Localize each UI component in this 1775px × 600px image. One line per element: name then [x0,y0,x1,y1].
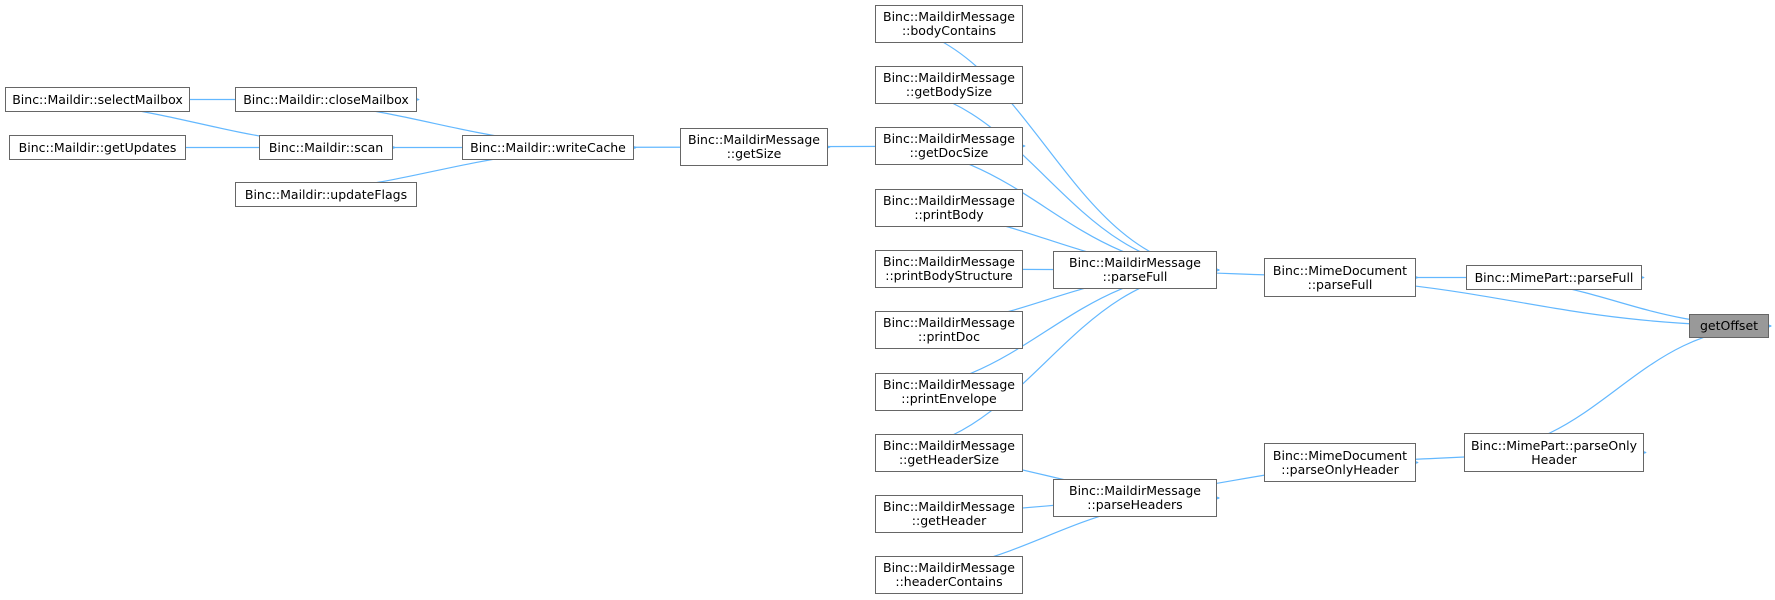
node-label: Binc::MaildirMessage::bodyContains [883,10,1015,38]
node-label-line: Binc::Maildir::writeCache [470,139,626,155]
node-label: Binc::MaildirMessage::getDocSize [883,132,1015,160]
node-label: Binc::MimeDocument::parseFull [1272,262,1408,292]
node-md-closeMailbox[interactable]: Binc::Maildir::closeMailbox [235,87,417,112]
node-label: Binc::Maildir::getUpdates [18,139,177,155]
node-mm-printBody[interactable]: Binc::MaildirMessage::printBody [875,189,1023,227]
node-mm-parseHeaders[interactable]: Binc::MaildirMessage::parseHeaders [1053,479,1217,517]
node-label: Binc::MaildirMessage::parseFull [1069,256,1201,284]
node-label-line: ::headerContains [895,574,1003,589]
node-label-line: ::parseFull [1102,269,1168,284]
node-label-line: Binc::MaildirMessage [688,132,820,147]
node-label-line: Binc::MaildirMessage [1069,483,1201,498]
node-label-line: Binc::MimePart::parseOnly [1470,437,1638,453]
node-label-line: Binc::MimeDocument [1272,447,1408,463]
node-label-line: Binc::MaildirMessage [1069,255,1201,270]
node-md-writeCache[interactable]: Binc::Maildir::writeCache [462,135,634,160]
node-mm-printBodyStructure[interactable]: Binc::MaildirMessage::printBodyStructure [875,250,1023,288]
node-label-line: Header [1531,451,1577,467]
node-label: Binc::Maildir::closeMailbox [243,91,409,107]
node-mm-getBodySize[interactable]: Binc::MaildirMessage::getBodySize [875,66,1023,104]
node-label-line: Binc::Maildir::selectMailbox [12,91,183,107]
node-md-getUpdates[interactable]: Binc::Maildir::getUpdates [9,135,186,160]
node-md-scan[interactable]: Binc::Maildir::scan [259,135,393,160]
node-md-selectMailbox[interactable]: Binc::Maildir::selectMailbox [5,87,190,112]
node-label-line: ::parseFull [1307,276,1373,292]
node-mm-getSize[interactable]: Binc::MaildirMessage::getSize [680,128,828,166]
node-label-line: Binc::MaildirMessage [883,193,1015,208]
node-label-line: Binc::MaildirMessage [883,9,1015,24]
node-label-line: Binc::MaildirMessage [883,377,1015,392]
node-label-line: ::getBodySize [905,84,993,99]
node-label-line: ::bodyContains [901,23,997,38]
node-label-line: Binc::Maildir::closeMailbox [243,91,409,107]
edge-mm-getHeaderSize-to-mm-parseFull [874,266,1220,454]
node-label: getOffset [1700,319,1758,333]
node-label-line: Binc::MaildirMessage [883,499,1015,514]
node-label: Binc::MaildirMessage::getHeaderSize [883,439,1015,467]
node-mimepart-parseFull[interactable]: Binc::MimePart::parseFull [1466,265,1642,290]
node-label-line: Binc::Maildir::scan [268,139,384,155]
node-label: Binc::Maildir::scan [268,139,384,155]
node-label: Binc::Maildir::writeCache [470,139,626,155]
node-mm-getDocSize[interactable]: Binc::MaildirMessage::getDocSize [875,127,1023,165]
node-label-line: ::printDoc [918,329,980,344]
node-mm-getHeader[interactable]: Binc::MaildirMessage::getHeader [875,495,1023,533]
node-label-line: ::getHeaderSize [898,452,1000,467]
edge-mm-getBodySize-to-mm-parseFull [874,84,1220,274]
node-label: Binc::MaildirMessage::printEnvelope [883,378,1015,406]
node-mm-getHeaderSize[interactable]: Binc::MaildirMessage::getHeaderSize [875,434,1023,472]
node-label-line: Binc::Maildir::getUpdates [18,139,177,155]
node-label-line: Binc::MaildirMessage [883,70,1015,85]
node-md-updateFlags[interactable]: Binc::Maildir::updateFlags [235,182,417,207]
node-label-line: Binc::Maildir::updateFlags [244,186,408,202]
node-label: Binc::MaildirMessage::printDoc [883,316,1015,344]
node-label-line: Binc::MaildirMessage [883,560,1015,575]
node-label-line: ::printBodyStructure [885,268,1013,283]
node-label-line: ::printEnvelope [901,391,997,406]
node-label: Binc::Maildir::updateFlags [244,186,408,202]
node-mm-printEnvelope[interactable]: Binc::MaildirMessage::printEnvelope [875,373,1023,411]
node-label-line: ::getHeader [911,513,987,528]
node-label-line: getOffset [1699,318,1759,333]
node-label: Binc::MimePart::parseFull [1474,269,1634,285]
node-getOffset: getOffset [1689,314,1769,338]
node-label-line: ::getDocSize [909,145,989,160]
node-label: Binc::MaildirMessage::parseHeaders [1069,484,1201,512]
node-label: Binc::MaildirMessage::getSize [688,133,820,161]
node-label-line: Binc::MimePart::parseFull [1474,269,1634,285]
node-label: Binc::MaildirMessage::getHeader [883,500,1015,528]
node-mm-bodyContains[interactable]: Binc::MaildirMessage::bodyContains [875,5,1023,43]
node-mimedoc-parseOnlyHeader[interactable]: Binc::MimeDocument::parseOnlyHeader [1264,443,1416,482]
node-mm-headerContains[interactable]: Binc::MaildirMessage::headerContains [875,556,1023,594]
node-label: Binc::MimeDocument::parseOnlyHeader [1272,447,1408,477]
node-label-line: ::printBody [914,207,984,222]
node-mm-printDoc[interactable]: Binc::MaildirMessage::printDoc [875,311,1023,349]
node-label-line: Binc::MaildirMessage [883,438,1015,453]
node-label-line: ::getSize [726,146,782,161]
node-mimedoc-parseFull[interactable]: Binc::MimeDocument::parseFull [1264,258,1416,297]
node-label: Binc::Maildir::selectMailbox [12,91,183,107]
node-label: Binc::MaildirMessage::printBody [883,194,1015,222]
node-label: Binc::MaildirMessage::headerContains [883,561,1015,589]
node-label-line: Binc::MaildirMessage [883,131,1015,146]
node-label-line: ::parseHeaders [1087,497,1183,512]
node-label: Binc::MaildirMessage::printBodyStructure [883,255,1015,283]
node-label-line: Binc::MaildirMessage [883,315,1015,330]
node-label: Binc::MaildirMessage::getBodySize [883,71,1015,99]
node-label-line: Binc::MimeDocument [1272,262,1408,278]
node-label-line: Binc::MaildirMessage [883,254,1015,269]
node-label-line: ::parseOnlyHeader [1281,461,1399,477]
node-mm-parseFull[interactable]: Binc::MaildirMessage::parseFull [1053,251,1217,289]
